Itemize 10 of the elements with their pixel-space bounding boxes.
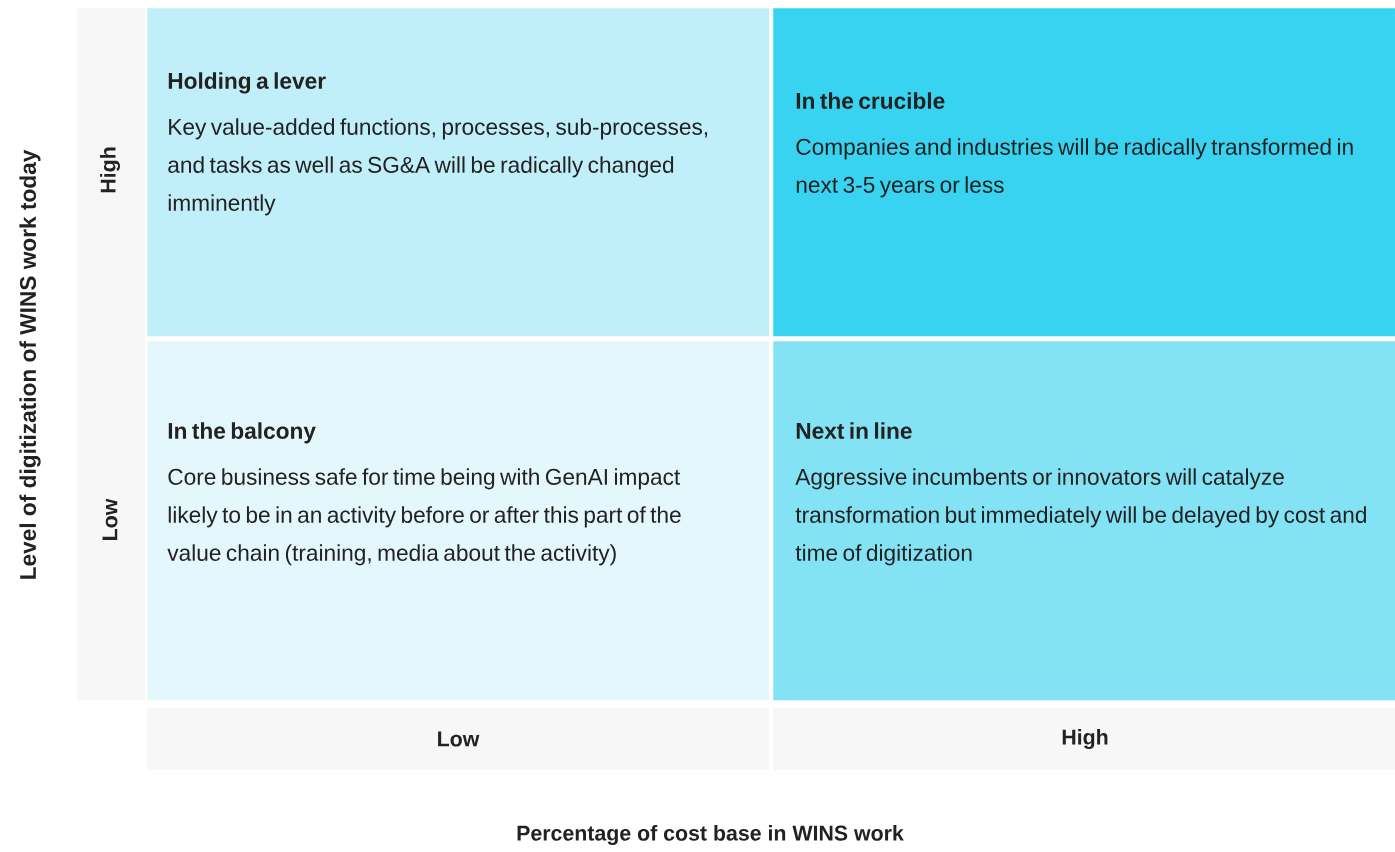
axis-title: Percentage of cost base in WINS work	[517, 825, 904, 845]
axis-tick-label: High	[1062, 729, 1108, 749]
axis-tick-label: Low	[438, 731, 480, 747]
axis-tick-label: Low	[102, 498, 118, 540]
quadrant-box: In the crucible Companies and industries will be radically transformed in next 3-5 years or less	[773, 8, 1395, 337]
quadrant-box: Next in line Aggressive incumbents or innovators will catalyze transformation but immediately will be delayed by cost and time of digitization	[773, 341, 1395, 701]
axis-title: Level of digitization of WINS work today	[19, 149, 41, 579]
quadrant-box: Holding a lever Key value-added functions, processes, sub-processes, and tasks as well as SG&A will be radically changed imminently	[147, 8, 770, 337]
quadrant-box: In the balcony Core business safe for time being with GenAI impact likely to be in an activity before or after this part of the value chain (training, media about the activity)	[147, 341, 770, 701]
axis-tick-label: High	[100, 147, 120, 193]
